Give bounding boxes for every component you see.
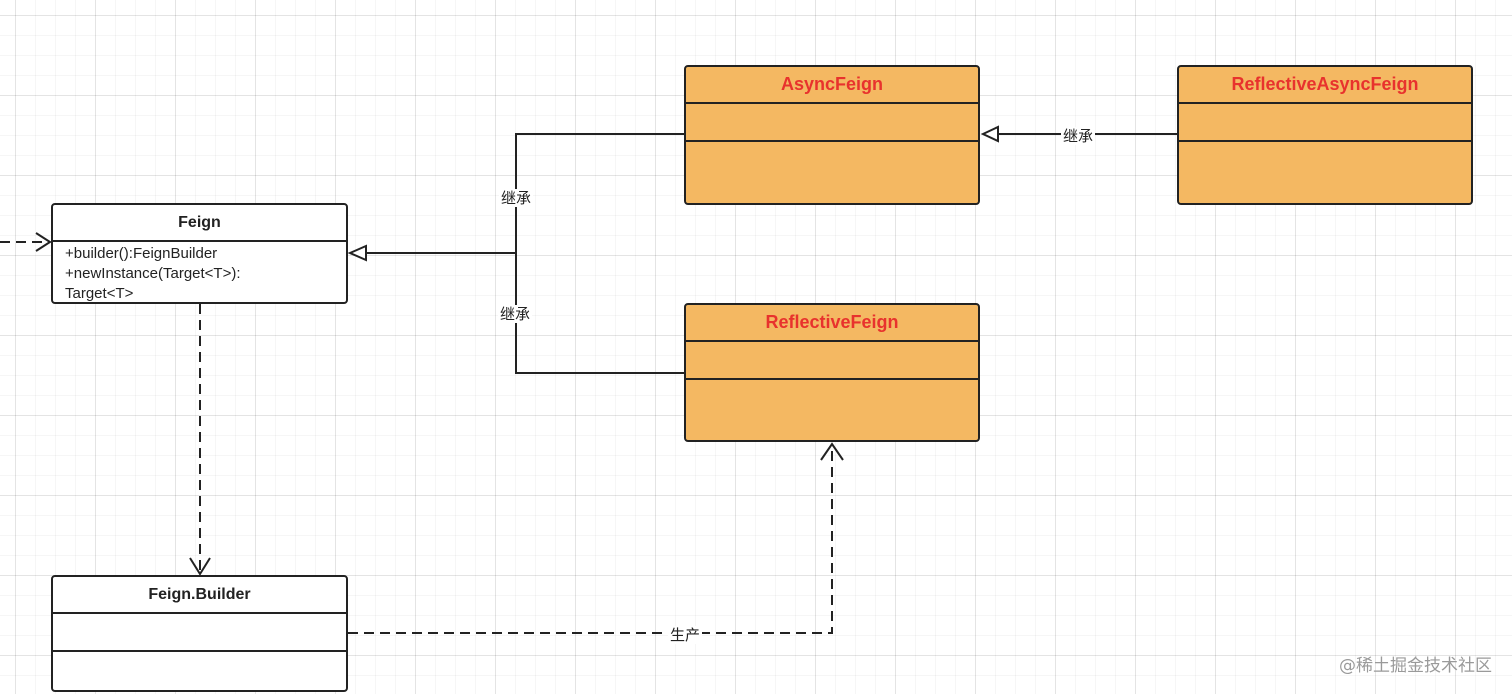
feign-to-builder-arrowhead xyxy=(189,557,211,576)
class-feign-title: Feign xyxy=(53,205,346,242)
class-reflective-async-feign[interactable]: ReflectiveAsyncFeign xyxy=(1177,65,1473,205)
class-feign-builder-attributes xyxy=(53,614,346,652)
feign-inheritance-triangle xyxy=(347,244,367,262)
class-feign-builder[interactable]: Feign.Builder xyxy=(51,575,348,692)
class-reflective-async-feign-attributes xyxy=(1179,104,1471,142)
watermark: @稀土掘金技术社区 xyxy=(1339,656,1492,676)
method-builder: +builder():FeignBuilder xyxy=(65,245,218,262)
class-reflective-feign[interactable]: ReflectiveFeign xyxy=(684,303,980,442)
produce-arrowhead xyxy=(820,442,844,461)
class-async-feign[interactable]: AsyncFeign xyxy=(684,65,980,205)
class-async-feign-attributes xyxy=(686,104,978,142)
class-feign-methods: +builder():FeignBuilder +newInstance(Tar… xyxy=(53,242,346,302)
incoming-open-arrowhead xyxy=(35,232,52,252)
reflective-feign-inherits-feign-edge xyxy=(515,253,684,374)
edge-label-inherit-async: 继承 xyxy=(499,189,534,207)
class-feign[interactable]: Feign +builder():FeignBuilder +newInstan… xyxy=(51,203,348,304)
edge-label-inherit-reflective: 继承 xyxy=(498,305,533,323)
edge-label-inherit-reflective-async: 继承 xyxy=(1061,127,1096,145)
class-reflective-feign-attributes xyxy=(686,342,978,380)
builder-produces-reflective-feign-edge xyxy=(348,446,833,634)
class-feign-builder-title: Feign.Builder xyxy=(53,577,346,614)
async-feign-inheritance-triangle xyxy=(980,125,999,143)
class-async-feign-title: AsyncFeign xyxy=(686,67,978,104)
class-reflective-feign-title: ReflectiveFeign xyxy=(686,305,978,342)
edge-label-produce: 生产 xyxy=(668,626,703,644)
method-new-instance: +newInstance(Target<T>): xyxy=(65,265,241,282)
method-new-instance-return: Target<T> xyxy=(65,285,134,302)
class-reflective-async-feign-title: ReflectiveAsyncFeign xyxy=(1179,67,1471,104)
